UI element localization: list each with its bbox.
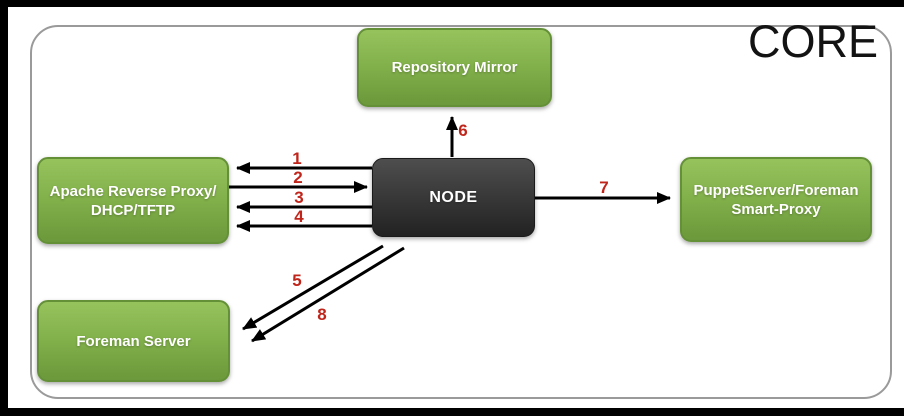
arrow-label-8: 8 — [317, 305, 327, 324]
box-puppet-smart-proxy: PuppetServer/Foreman Smart-Proxy — [680, 157, 872, 242]
core-region-title: CORE — [747, 16, 878, 67]
arrow-label-2: 2 — [293, 168, 303, 187]
box-apache-reverse-proxy: Apache Reverse Proxy/ DHCP/TFTP — [37, 157, 229, 244]
box-apache-reverse-proxy-label-line1: Apache Reverse Proxy/ — [49, 182, 217, 200]
box-repository-mirror: Repository Mirror — [357, 28, 552, 107]
box-repository-mirror-label: Repository Mirror — [391, 59, 518, 76]
arrow-label-3: 3 — [294, 188, 304, 207]
box-apache-reverse-proxy-label-line2: DHCP/TFTP — [90, 201, 176, 219]
core-boundary-frame — [30, 25, 892, 399]
box-node: NODE — [372, 158, 535, 237]
box-node-label: NODE — [429, 189, 478, 206]
arrow-label-6: 6 — [458, 121, 468, 140]
box-foreman-server: Foreman Server — [37, 300, 230, 382]
box-puppet-smart-proxy-label-line2: Smart-Proxy — [731, 200, 821, 218]
box-foreman-server-label: Foreman Server — [76, 332, 191, 350]
arrow-label-1: 1 — [292, 149, 302, 168]
arrow-label-7: 7 — [599, 178, 609, 197]
arrow-label-5: 5 — [292, 271, 302, 290]
arrow-label-4: 4 — [294, 207, 304, 226]
box-puppet-smart-proxy-label-line1: PuppetServer/Foreman — [693, 181, 859, 199]
